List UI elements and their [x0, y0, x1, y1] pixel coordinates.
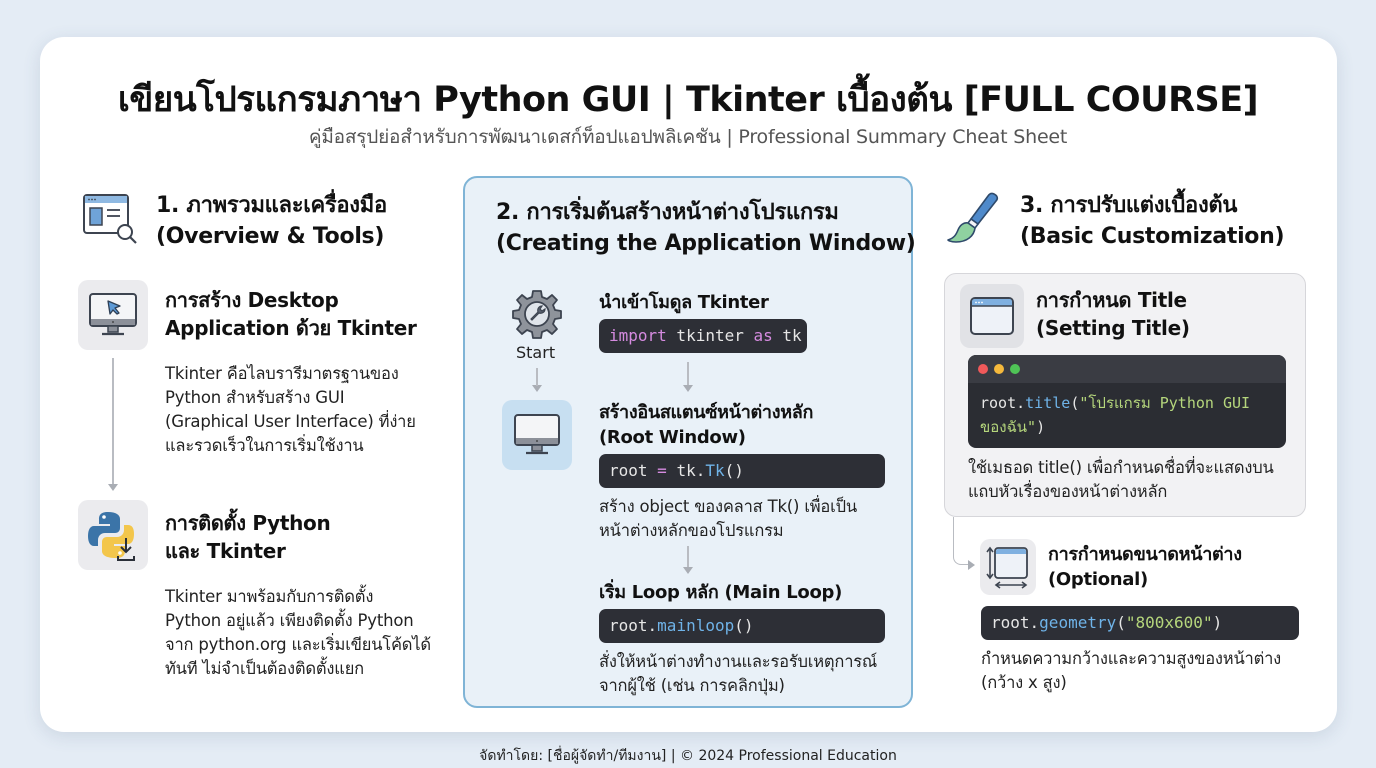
start-label: Start — [516, 343, 556, 362]
start-gear — [511, 288, 563, 340]
item-desktop-desc: Tkinter คือไลบรารีมาตรฐานของ Python สำหร… — [165, 364, 416, 455]
arrow-down-icon — [108, 484, 118, 491]
code-geometry[interactable]: root.geometry("800x600") — [981, 606, 1299, 640]
item-geometry-desc: กำหนดความกว้างและความสูงของหน้าต่าง (กว้… — [981, 649, 1282, 692]
step-mainloop-title: เริ่ม Loop หลัก (Main Loop) — [599, 582, 843, 603]
step-root-title: สร้างอินสแตนซ์หน้าต่างหลัก (Root Window) — [599, 402, 814, 448]
connector-line — [687, 546, 689, 568]
item-install-title: การติดตั้ง Python และ Tkinter — [165, 511, 331, 563]
python-download-icon — [88, 512, 135, 561]
section-3-icon — [944, 190, 1000, 246]
code-title: root.title("โปรแกรม Python GUI ของฉัน") — [980, 394, 1251, 436]
arrow-down-icon — [683, 385, 693, 392]
desktop-tile — [78, 280, 148, 350]
item-install-desc: Tkinter มาพร้อมกับการติดตั้ง Python อยู่… — [165, 587, 431, 678]
python-tile — [78, 500, 148, 570]
code-mainloop[interactable]: root.mainloop() — [599, 609, 885, 643]
section-overview-icon — [82, 193, 138, 245]
code-root[interactable]: root = tk.Tk() — [599, 454, 885, 488]
item-title-desc: ใช้เมธอด title() เพื่อกำหนดชื่อที่จะแสดง… — [968, 458, 1274, 501]
branch-connector — [953, 517, 971, 565]
arrow-down-icon — [683, 567, 693, 574]
paintbrush-icon — [947, 192, 999, 243]
footer-credit: จัดทำโดย: [ชื่อผู้จัดทำ/ทีมงาน] | © 2024… — [479, 748, 897, 764]
section-1-title: 1. ภาพรวมและเครื่องมือ (Overview & Tools… — [156, 193, 387, 249]
gear-wrench-icon — [512, 290, 562, 339]
minimize-dot-icon — [994, 364, 1004, 374]
page-subtitle: คู่มือสรุปย่อสำหรับการพัฒนาเดสก์ท็อปแอปพ… — [308, 126, 1068, 148]
step-mainloop-desc: สั่งให้หน้าต่างทำงานและรอรับเหตุการณ์ จา… — [599, 652, 878, 695]
section-3-title: 3. การปรับแต่งเบื้องต้น (Basic Customiza… — [1020, 193, 1285, 249]
close-dot-icon — [978, 364, 988, 374]
connector-line — [112, 358, 114, 486]
root-window-tile — [502, 400, 572, 470]
code-import[interactable]: import tkinter as tk — [599, 319, 807, 353]
setting-title-tile — [960, 284, 1024, 348]
item-desktop-title: การสร้าง Desktop Application ด้วย Tkinte… — [165, 288, 417, 340]
maximize-dot-icon — [1010, 364, 1020, 374]
section-2-title: 2. การเริ่มต้นสร้างหน้าต่างโปรแกรม (Crea… — [496, 200, 916, 256]
item-title-title: การกำหนด Title (Setting Title) — [1036, 288, 1190, 340]
item-geometry-title: การกำหนดขนาดหน้าต่าง (Optional) — [1048, 544, 1242, 590]
connector-line — [687, 362, 689, 386]
arrow-right-icon — [968, 560, 975, 570]
connector-line — [536, 368, 538, 386]
code-title-window[interactable]: root.title("โปรแกรม Python GUI ของฉัน") — [968, 355, 1286, 448]
step-import-title: นำเข้าโมดูล Tkinter — [599, 292, 769, 313]
window-titlebar — [968, 355, 1286, 383]
monitor-icon — [514, 414, 560, 455]
geometry-tile — [980, 539, 1036, 595]
desktop-cursor-icon — [89, 293, 137, 336]
page-title: เขียนโปรแกรมภาษา Python GUI | Tkinter เบ… — [117, 80, 1259, 120]
window-resize-icon — [986, 546, 1028, 589]
step-root-desc: สร้าง object ของคลาส Tk() เพื่อเป็น หน้า… — [599, 497, 857, 540]
arrow-down-icon — [532, 385, 542, 392]
overview-window-search-icon — [83, 194, 137, 244]
app-window-icon — [970, 297, 1014, 335]
